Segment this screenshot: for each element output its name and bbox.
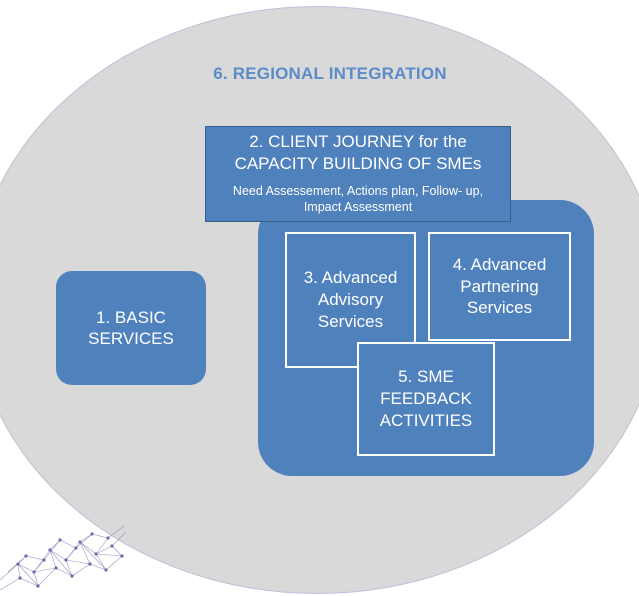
- basic-services-label: 1. BASIC SERVICES: [88, 307, 174, 348]
- client-journey-title: 2. CLIENT JOURNEY for the CAPACITY BUILD…: [234, 132, 482, 173]
- advanced-partnering-box: 4. Advanced Partnering Services: [428, 232, 571, 341]
- sme-feedback-label: 5. SME FEEDBACK ACTIVITIES: [379, 367, 473, 430]
- client-journey-subtitle: Need Assessement, Actions plan, Follow- …: [232, 184, 484, 214]
- advanced-partnering-label: 4. Advanced Partnering Services: [452, 254, 547, 318]
- advanced-advisory-box: 3. Advanced Advisory Services: [285, 232, 416, 368]
- sme-feedback-box: 5. SME FEEDBACK ACTIVITIES: [357, 342, 495, 456]
- network-graph-icon: [0, 525, 127, 591]
- client-journey-box: 2. CLIENT JOURNEY for the CAPACITY BUILD…: [205, 126, 511, 222]
- advanced-advisory-label: 3. Advanced Advisory Services: [303, 268, 398, 331]
- regional-integration-title: 6. REGIONAL INTEGRATION: [213, 64, 447, 83]
- basic-services-box: 1. BASIC SERVICES: [56, 271, 206, 385]
